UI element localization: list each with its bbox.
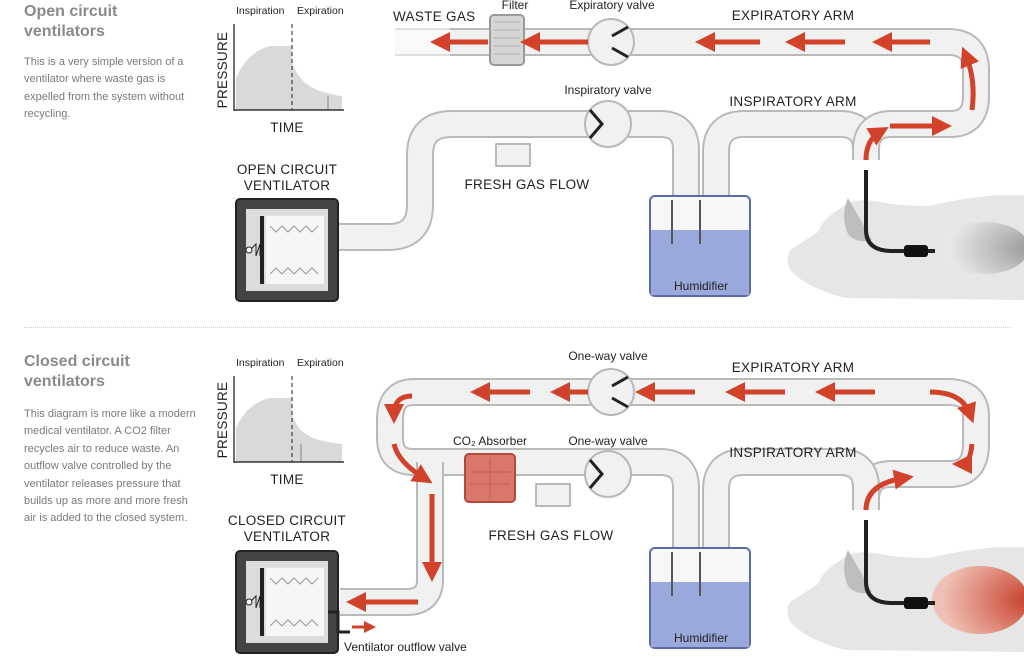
inspiration-label: Inspiration [236, 357, 285, 369]
open-title-line2: ventilators [24, 23, 105, 40]
pressure-curve [236, 46, 342, 110]
closed-title-line2: ventilators [24, 373, 105, 390]
time-axis-label: TIME [270, 120, 303, 135]
open-expiratory-valve: Expiratory valve [569, 0, 655, 66]
open-ventilator-label-1: OPEN CIRCUIT [237, 162, 337, 177]
open-flow-arrows [430, 32, 980, 161]
one-way-valve-top: One-way valve [568, 349, 648, 416]
one-way-valve-mid-label: One-way valve [568, 434, 648, 448]
open-humidifier: Humidifier [649, 195, 751, 297]
closed-humidifier: Humidifier [649, 547, 751, 649]
closed-fresh-gas-flow-label: FRESH GAS FLOW [489, 528, 614, 543]
filter-label: Filter [502, 0, 529, 12]
section-divider [24, 327, 1012, 328]
open-inspiratory-valve: Inspiratory valve [564, 83, 652, 148]
closed-ventilator-label-2: VENTILATOR [244, 529, 331, 544]
inspiration-label: Inspiration [236, 5, 285, 17]
closed-flow-arrows [346, 382, 976, 633]
expiratory-valve-label: Expiratory valve [569, 0, 655, 12]
co2-absorber: CO₂ Absorber [453, 434, 527, 503]
expiration-label: Expiration [297, 357, 344, 369]
open-circuit-title: Open circuit ventilators [24, 2, 204, 42]
pressure-curve [236, 398, 342, 462]
closed-circuit-diagram: Inspiration Expiration PRESSURE TIME CO₂… [215, 349, 1024, 654]
open-pressure-chart: Inspiration Expiration PRESSURE TIME [215, 5, 344, 135]
open-circuit-description: This is a very simple version of a venti… [24, 56, 185, 121]
endotracheal-tube [864, 520, 935, 605]
closed-patient [787, 520, 1024, 652]
open-title-line1: Open circuit [24, 3, 118, 20]
closed-pressure-chart: Inspiration Expiration PRESSURE TIME [215, 357, 344, 487]
open-expiratory-arm-label: EXPIRATORY ARM [732, 8, 855, 23]
open-inspiratory-arm-label: INSPIRATORY ARM [729, 94, 856, 109]
one-way-valve-mid: One-way valve [568, 434, 648, 498]
expiration-label: Expiration [297, 5, 344, 17]
humidifier-label: Humidifier [674, 631, 728, 645]
co2-absorber-label: CO₂ Absorber [453, 434, 527, 448]
one-way-valve-top-label: One-way valve [568, 349, 648, 363]
inspiratory-valve-label: Inspiratory valve [564, 83, 652, 97]
closed-inspiratory-arm-label: INSPIRATORY ARM [729, 445, 856, 460]
closed-circuit-description: This diagram is more like a modern medic… [24, 408, 196, 525]
outflow-valve [328, 610, 350, 634]
time-axis-label: TIME [270, 472, 303, 487]
closed-ventilator-label-1: CLOSED CIRCUIT [228, 513, 346, 528]
open-circuit-section: Open circuit ventilators This is a very … [0, 0, 1024, 327]
closed-expiratory-arm-label: EXPIRATORY ARM [732, 360, 855, 375]
open-circuit-diagram: Inspiration Expiration PRESSURE TIME Fil… [215, 0, 1024, 302]
open-ventilator: OPEN CIRCUIT VENTILATOR [235, 162, 339, 302]
outflow-valve-label: Ventilator outflow valve [344, 640, 467, 654]
waste-gas-label: WASTE GAS [393, 9, 475, 24]
closed-ventilator: CLOSED CIRCUIT VENTILATOR [228, 513, 350, 654]
closed-circuit-title: Closed circuit ventilators [24, 352, 204, 392]
humidifier-label: Humidifier [674, 279, 728, 293]
open-fresh-gas-flow-label: FRESH GAS FLOW [465, 177, 590, 192]
open-ventilator-label-2: VENTILATOR [244, 178, 331, 193]
closed-title-line1: Closed circuit [24, 353, 130, 370]
closed-circuit-section: Closed circuit ventilators This diagram … [0, 344, 1024, 671]
pressure-axis-label: PRESSURE [215, 382, 230, 459]
lung-icon [932, 566, 1024, 634]
lung-icon [941, 222, 1024, 274]
pressure-axis-label: PRESSURE [215, 32, 230, 109]
open-filter: Filter [489, 0, 529, 66]
open-patient [787, 170, 1024, 300]
endotracheal-tube [864, 170, 935, 253]
